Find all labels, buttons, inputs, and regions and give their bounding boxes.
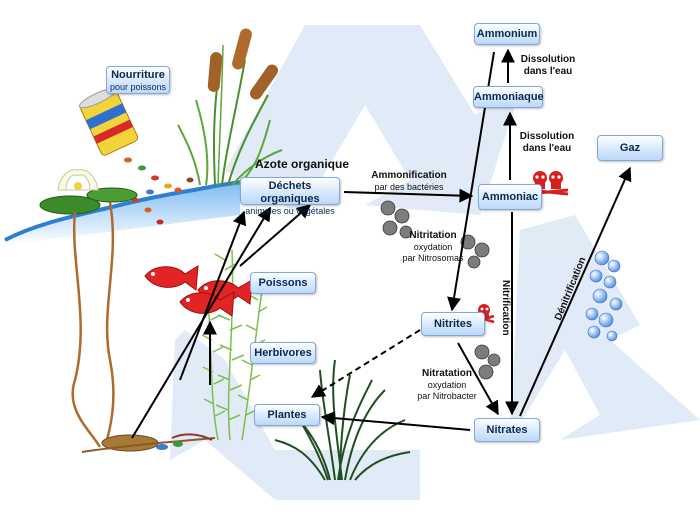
- bacteria-cluster-nitratation: [474, 344, 501, 380]
- arrow-fish-to-dechets: [239, 204, 312, 267]
- nitrites-title: Nitrites: [434, 318, 472, 330]
- herbivores-title: Herbivores: [254, 347, 312, 359]
- plantes-box: Plantes: [254, 404, 320, 426]
- nitrification-label: Nitrification: [500, 280, 511, 336]
- submerged-plant: [200, 249, 268, 441]
- ammonium-title: Ammonium: [476, 28, 538, 40]
- nourriture-title: Nourriture: [111, 69, 165, 81]
- nitratation-title: Nitratation: [422, 368, 472, 379]
- food-flakes: [124, 157, 194, 225]
- ammonification-label: Ammonification par des bactéries: [364, 170, 454, 193]
- arrow-bottom-to-dechets: [131, 206, 271, 439]
- nitrites-box: Nitrites: [421, 312, 485, 336]
- nitratation-oxidation: oxydation: [427, 380, 467, 390]
- nitritation-agent: par Nitrosomas: [402, 253, 464, 263]
- herbivores-box: Herbivores: [250, 342, 316, 364]
- poissons-title: Poissons: [258, 277, 308, 289]
- dechets-title: Déchets organiques: [260, 180, 320, 205]
- ammonification-title: Ammonification: [371, 170, 447, 181]
- dissolution-label-bottom: Dissolution dans l'eau: [515, 131, 579, 155]
- water-surface: [4, 180, 241, 245]
- nitritation-title: Nitritation: [409, 230, 457, 241]
- dissolution-top-line1: Dissolution: [520, 54, 576, 65]
- ammoniaque-title: Ammoniaque: [474, 91, 544, 103]
- arrow-debris-to-dechets: [179, 210, 247, 381]
- arrow-nitrates-to-plantes: [320, 411, 471, 431]
- gaz-box: Gaz: [597, 135, 663, 161]
- dechets-subtitle: animales ou végétales: [245, 206, 335, 216]
- arrow-nitrites-to-plantes: [310, 329, 421, 398]
- recycle-background: [170, 25, 700, 500]
- gas-bubbles: [585, 250, 623, 342]
- nourriture-box: Nourriture pour poissons: [106, 66, 170, 94]
- poissons-box: Poissons: [250, 272, 316, 294]
- arrow-nitrates-to-gaz: [519, 166, 632, 417]
- nitritation-label: Nitritation oxydation par Nitrosomas: [398, 230, 468, 264]
- ammonium-box: Ammonium: [474, 23, 540, 45]
- bottom-debris: [81, 433, 216, 453]
- skull-eyes: [480, 175, 561, 311]
- ammonification-subtitle: par des bactéries: [374, 182, 444, 192]
- plantes-title: Plantes: [267, 409, 307, 421]
- azote-organique-label: Azote organique: [254, 157, 349, 171]
- water-lily: [39, 169, 138, 448]
- bacteria-cluster-ammonification: [380, 200, 413, 239]
- nitratation-label: Nitratation oxydation par Nitrobacter: [410, 368, 484, 402]
- arrow-nitrites-to-nitrates: [457, 342, 499, 416]
- dissolution-top-line2: dans l'eau: [523, 66, 573, 77]
- dissolution-bottom-line1: Dissolution: [519, 131, 575, 142]
- nitritation-oxidation: oxydation: [413, 242, 453, 252]
- nitratation-agent: par Nitrobacter: [417, 391, 477, 401]
- nitrates-title: Nitrates: [486, 424, 528, 436]
- fish-food-can: [78, 88, 139, 156]
- dissolution-bottom-line2: dans l'eau: [522, 143, 572, 154]
- gaz-title: Gaz: [619, 142, 641, 154]
- arrow-dechets-to-ammoniac: [343, 188, 474, 203]
- red-fish: [144, 265, 253, 317]
- nitrates-box: Nitrates: [474, 418, 540, 442]
- nourriture-subtitle: pour poissons: [109, 82, 167, 92]
- ammoniac-box: Ammoniac: [478, 184, 542, 210]
- ammoniaque-box: Ammoniaque: [473, 86, 544, 108]
- fish-eyes: [151, 272, 208, 302]
- dissolution-label-top: Dissolution dans l'eau: [516, 54, 580, 78]
- ammoniac-title: Ammoniac: [481, 191, 539, 203]
- dechets-box: Déchets organiques animales ou végétales: [240, 177, 340, 216]
